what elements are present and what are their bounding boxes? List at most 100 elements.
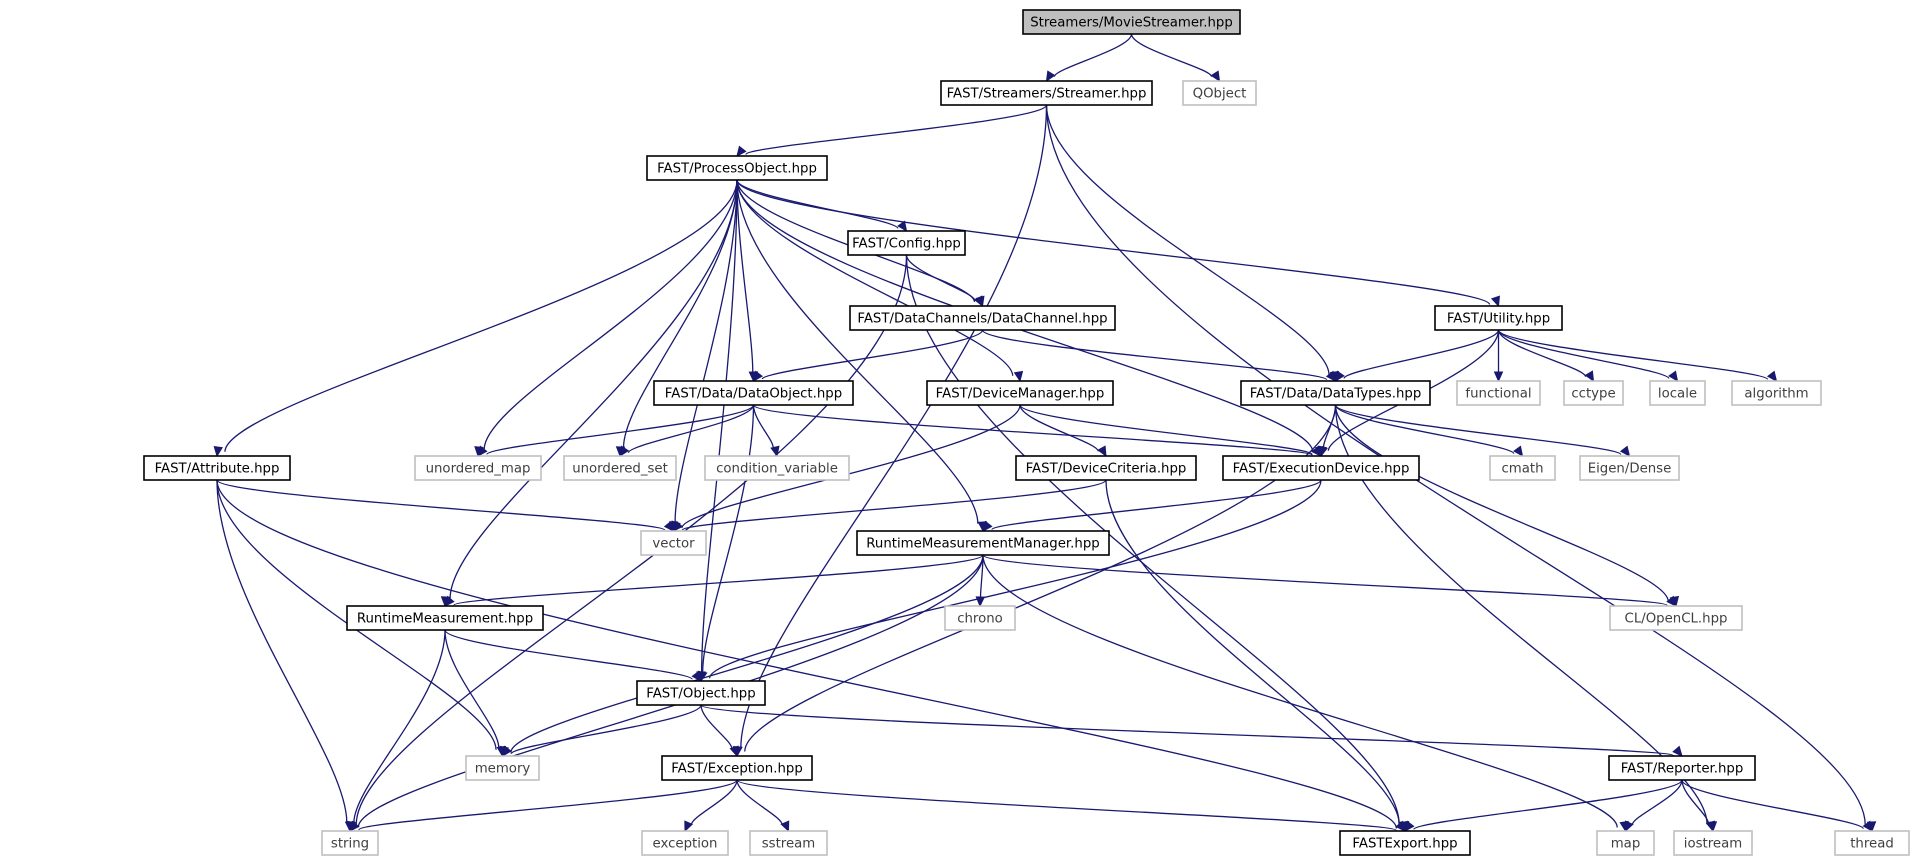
node-label: Eigen/Dense (1588, 462, 1672, 477)
node-fastexport[interactable]: FASTExport.hpp (1339, 830, 1471, 856)
node-map: map (1596, 830, 1655, 856)
node-box (849, 305, 1116, 331)
node-sstream: sstream (749, 830, 828, 856)
edge-exception_h-to-sstream (736, 779, 790, 833)
edge-reporter-to-iostream (1681, 779, 1715, 833)
edge-config-to-string (345, 254, 908, 833)
node-label: iostream (1684, 837, 1742, 852)
node-label: unordered_map (426, 462, 531, 477)
node-devicecriteria[interactable]: FAST/DeviceCriteria.hpp (1015, 455, 1197, 481)
node-box (563, 455, 677, 481)
node-box (661, 755, 813, 781)
edge-rtmm-to-chrono (975, 554, 986, 608)
node-config[interactable]: FAST/Config.hpp (847, 230, 966, 256)
node-label: FASTExport.hpp (1352, 837, 1457, 852)
node-eigen: Eigen/Dense (1579, 455, 1680, 481)
node-unordered_map: unordered_map (414, 455, 542, 481)
edge-attribute-to-vector (216, 479, 675, 532)
node-string: string (321, 830, 379, 856)
node-label: FAST/ProcessObject.hpp (657, 162, 817, 177)
node-label: cctype (1571, 387, 1615, 402)
node-box (1022, 9, 1241, 35)
node-unordered_set: unordered_set (563, 455, 677, 481)
node-box (1222, 455, 1420, 481)
edge-dataobject-to-unordered_map (477, 404, 755, 457)
node-box (653, 380, 854, 406)
node-streamer[interactable]: FAST/Streamers/Streamer.hpp (940, 80, 1153, 106)
edges-layer (213, 33, 1877, 833)
node-label: RuntimeMeasurement.hpp (357, 612, 533, 627)
edge-procobj-to-config (736, 179, 908, 233)
edge-streamer-to-datatypes (1045, 104, 1340, 383)
node-rtm[interactable]: RuntimeMeasurement.hpp (346, 605, 544, 631)
edge-object-to-memory (501, 704, 702, 757)
edge-utility-to-algorithm (1497, 329, 1778, 382)
node-label: FAST/Config.hpp (852, 237, 961, 252)
node-datachannel[interactable]: FAST/DataChannels/DataChannel.hpp (849, 305, 1116, 331)
node-utility[interactable]: FAST/Utility.hpp (1434, 305, 1563, 331)
node-label: FAST/Exception.hpp (671, 762, 803, 777)
node-algorithm: algorithm (1731, 380, 1822, 406)
node-condvar: condition_variable (704, 455, 850, 481)
node-qobject: QObject (1182, 80, 1257, 106)
node-label: vector (652, 537, 695, 552)
node-label: cmath (1501, 462, 1543, 477)
node-label: Streamers/MovieStreamer.hpp (1030, 16, 1233, 31)
node-label: thread (1850, 837, 1894, 852)
node-dataobject[interactable]: FAST/Data/DataObject.hpp (653, 380, 854, 406)
node-label: CL/OpenCL.hpp (1625, 612, 1728, 627)
node-procobj[interactable]: FAST/ProcessObject.hpp (646, 155, 828, 181)
node-functional: functional (1456, 380, 1541, 406)
edge-rtmm-to-memory (499, 554, 984, 758)
node-label: FAST/Utility.hpp (1447, 312, 1550, 327)
node-exception_h[interactable]: FAST/Exception.hpp (661, 755, 813, 781)
node-execdevice[interactable]: FAST/ExecutionDevice.hpp (1222, 455, 1420, 481)
node-box (1609, 605, 1743, 631)
edge-rtmm-to-opencl (982, 554, 1677, 607)
edge-dataobject-to-unordered_set (619, 404, 755, 458)
node-box (1834, 830, 1910, 856)
edge-utility-to-locale (1497, 329, 1679, 383)
edge-rtm-to-object (444, 629, 702, 682)
node-chrono: chrono (944, 605, 1016, 631)
node-label: chrono (957, 612, 1003, 627)
node-label: FAST/ExecutionDevice.hpp (1233, 462, 1410, 477)
edge-reporter-to-fastexport (1404, 779, 1683, 832)
node-label: FAST/Object.hpp (646, 687, 755, 702)
node-box (640, 530, 707, 556)
node-datatypes[interactable]: FAST/Data/DataTypes.hpp (1240, 380, 1431, 406)
node-attribute[interactable]: FAST/Attribute.hpp (143, 455, 291, 481)
edge-utility-to-datatypes (1334, 329, 1500, 383)
node-box (636, 680, 766, 706)
edge-reporter-to-map (1624, 779, 1683, 833)
node-cmath: cmath (1489, 455, 1556, 481)
edge-dataobject-to-condvar (752, 404, 780, 458)
node-rtmm[interactable]: RuntimeMeasurementManager.hpp (856, 530, 1110, 556)
node-devicemanager[interactable]: FAST/DeviceManager.hpp (926, 380, 1114, 406)
node-exception: exception (641, 830, 729, 856)
node-label: memory (475, 762, 531, 777)
node-label: functional (1465, 387, 1531, 402)
node-label: string (331, 837, 369, 852)
edge-procobj-to-utility (736, 179, 1500, 308)
node-thread: thread (1834, 830, 1910, 856)
nodes-layer: Streamers/MovieStreamer.hppFAST/Streamer… (143, 9, 1910, 856)
node-box (321, 830, 379, 856)
node-label: FAST/DeviceCriteria.hpp (1026, 462, 1187, 477)
edge-object-to-reporter (700, 704, 1683, 757)
edge-movie-to-streamer (1045, 33, 1133, 83)
node-label: sstream (762, 837, 816, 852)
edge-rtm-to-memory (444, 629, 507, 758)
node-label: FAST/Data/DataObject.hpp (665, 387, 842, 402)
node-label: exception (653, 837, 718, 852)
edge-reporter-to-thread (1681, 779, 1873, 832)
node-object[interactable]: FAST/Object.hpp (636, 680, 766, 706)
node-label: FAST/Attribute.hpp (155, 462, 280, 477)
edge-datachannel-to-datatypes (981, 329, 1337, 382)
node-movie[interactable]: Streamers/MovieStreamer.hpp (1022, 9, 1241, 35)
node-reporter[interactable]: FAST/Reporter.hpp (1608, 755, 1756, 781)
node-box (1434, 305, 1563, 331)
node-label: FAST/DataChannels/DataChannel.hpp (857, 312, 1107, 327)
edge-execdevice-to-rtmm (982, 479, 1322, 532)
